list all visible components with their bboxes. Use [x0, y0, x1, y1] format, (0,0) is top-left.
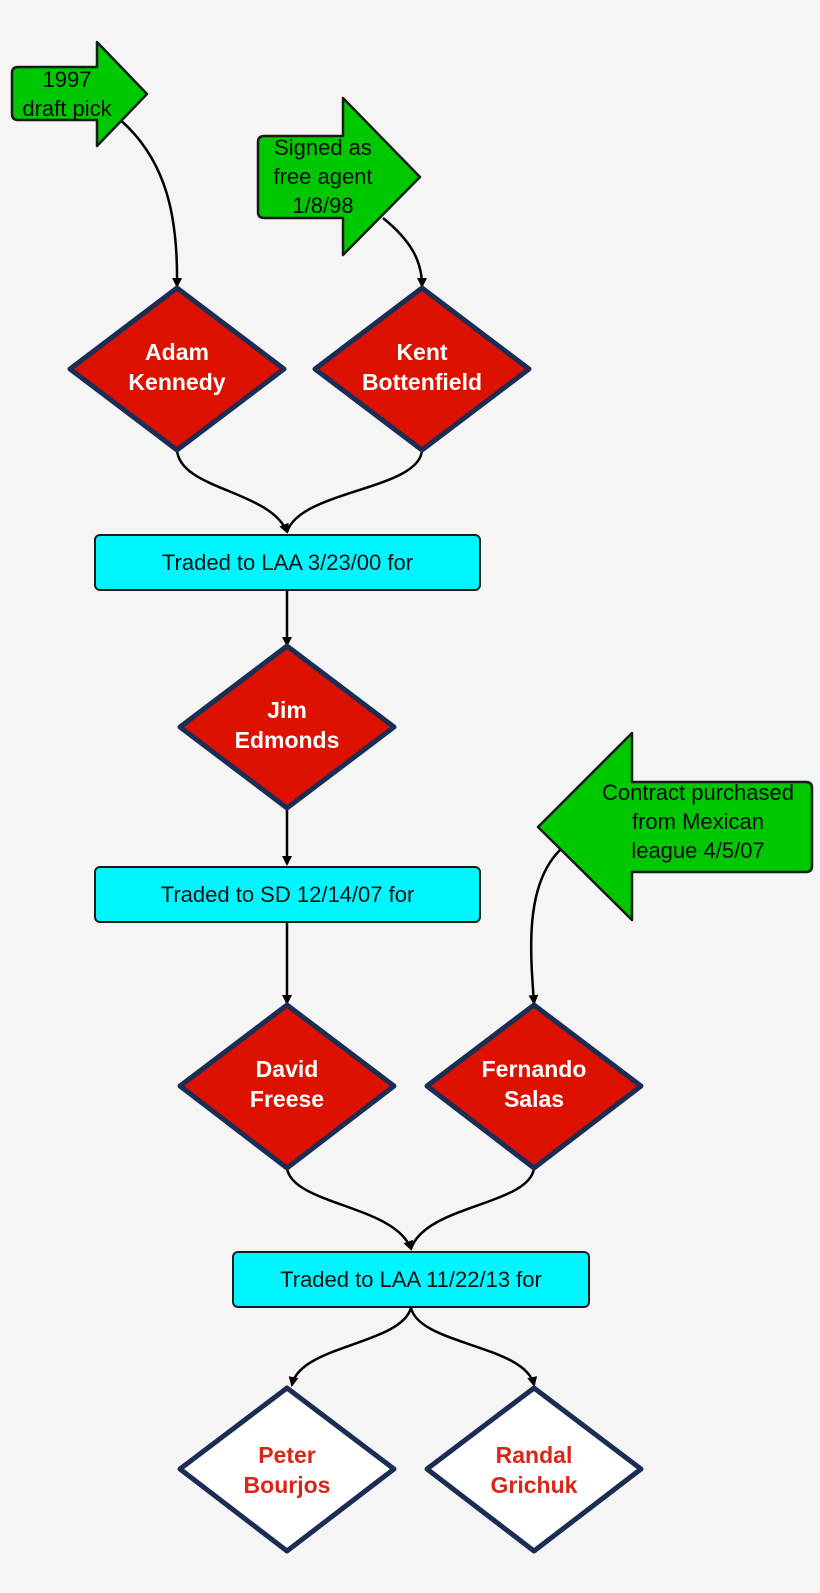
- peter-bourjos-diamond: [177, 1385, 397, 1554]
- adam-kennedy-diamond: [67, 285, 287, 453]
- mexican-league-label: Contract purchased from Mexican league 4…: [602, 780, 794, 863]
- free-agent-label: Signed as free agent 1/8/98: [273, 135, 373, 218]
- jim-edmonds-diamond: [177, 643, 397, 811]
- connector-draft-to-kennedy: [117, 117, 183, 288]
- fernando-salas-diamond: [424, 1002, 644, 1171]
- connector-freeagent-to-bottenfield: [382, 217, 427, 288]
- david-freese-diamond: [177, 1002, 397, 1171]
- fernando-salas-label: Fernando Salas: [481, 1056, 587, 1112]
- trade-box-2: Traded to SD 12/14/07 for: [94, 866, 481, 923]
- jim-edmonds-label: Jim Edmonds: [234, 697, 340, 753]
- connector-freese-to-trade3: [285, 1167, 413, 1251]
- connector-kennedy-to-trade1: [175, 449, 289, 534]
- trade-box-1: Traded to LAA 3/23/00 for: [94, 534, 481, 591]
- free-agent-arrow-shape: [256, 96, 422, 257]
- adam-kennedy-label: Adam Kennedy: [128, 339, 226, 395]
- randal-grichuk-label: Randal Grichuk: [490, 1442, 578, 1498]
- peter-bourjos-label: Peter Bourjos: [243, 1442, 331, 1498]
- connector-trade3-to-grichuk: [409, 1307, 538, 1387]
- david-freese-label: David Freese: [249, 1056, 325, 1112]
- connector-mexican-to-salas: [528, 849, 561, 1005]
- draft-pick-arrow-shape: [10, 40, 149, 148]
- mexican-league-arrow-shape: [536, 731, 814, 922]
- kent-bottenfield-diamond: [312, 285, 532, 453]
- kent-bottenfield-label: Kent Bottenfield: [361, 339, 483, 395]
- trade-box-3: Traded to LAA 11/22/13 for: [232, 1251, 590, 1308]
- connector-bottenfield-to-trade1: [285, 449, 424, 533]
- draft-pick-label: 1997 draft pick: [22, 67, 112, 121]
- randal-grichuk-diamond: [424, 1385, 644, 1554]
- connector-trade3-to-bourjos: [288, 1307, 413, 1387]
- connector-salas-to-trade3: [409, 1167, 536, 1250]
